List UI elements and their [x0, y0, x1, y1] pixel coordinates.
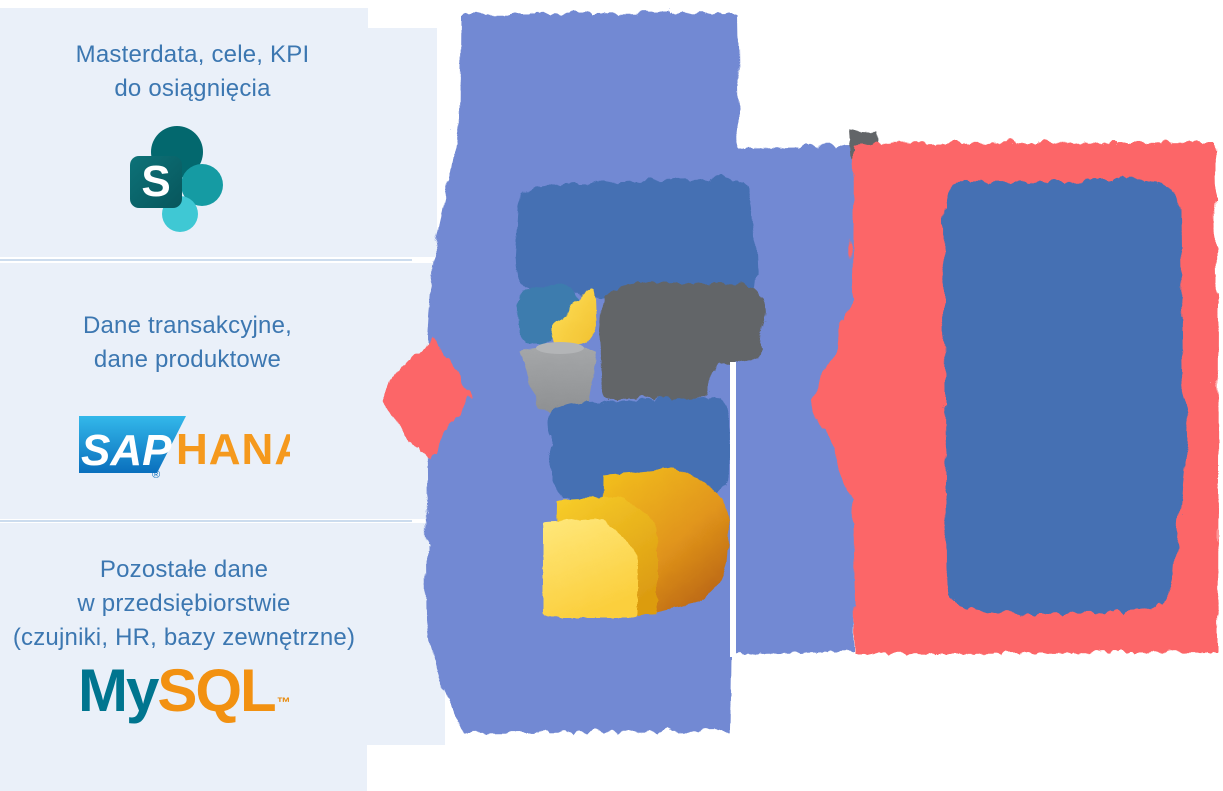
panel-transactional-line-1: Dane transakcyjne,	[82, 312, 293, 339]
hana-letters: HANA	[176, 425, 290, 474]
sap-registered-mark: ®	[152, 469, 160, 481]
sharepoint-circle-mid	[181, 164, 223, 206]
python-yellow-snake	[550, 287, 595, 347]
mysql-my-text: My	[78, 657, 159, 724]
right-result-blob	[807, 139, 1215, 651]
white-seam-divider	[730, 362, 736, 657]
sap-hana-logo: SAP ® HANA	[79, 416, 290, 481]
sap-letters: SAP	[81, 426, 172, 475]
panel-transactional-line-2: dane produktowe	[93, 346, 282, 373]
powerbi-mid-bar	[554, 495, 656, 614]
panel-other-line-3: (czujniki, HR, bazy zewnętrzne)	[12, 624, 356, 651]
panel-masterdata-title: Masterdata, cele, KPI do osiągnięcia	[0, 38, 385, 106]
python-blue-snake	[516, 283, 577, 343]
redacted-block-top	[511, 176, 755, 343]
sharepoint-letter: S	[141, 157, 170, 206]
cylinder-body	[519, 345, 596, 413]
mysql-trademark: ™	[276, 694, 291, 710]
sharepoint-square	[130, 156, 182, 208]
sharepoint-icon: S	[130, 126, 223, 232]
panel-other-line-2: w przedsiębiorstwie	[77, 590, 291, 617]
powerbi-front-bar	[541, 517, 636, 616]
panel-masterdata-line-1: Masterdata, cele, KPI	[75, 41, 310, 68]
powerbi-icon	[541, 467, 729, 616]
redacted-block-result	[941, 178, 1187, 612]
database-cylinder-icon	[519, 342, 596, 413]
panel-masterdata: Masterdata, cele, KPI do osiągnięcia S	[0, 8, 437, 257]
main-pipeline-blob	[424, 10, 856, 731]
python-icon	[516, 283, 595, 347]
panel-other-data: Pozostałe dane w przedsiębiorstwie (czuj…	[0, 523, 445, 791]
panel-masterdata-line-2: do osiągnięcia	[114, 75, 271, 102]
mysql-sql-text: SQL	[157, 657, 276, 724]
panel-divider-2	[0, 520, 412, 522]
panel-divider-1	[0, 259, 412, 261]
redacted-block-middle	[547, 394, 729, 502]
gray-fragment	[847, 129, 877, 163]
sap-trapezoid	[79, 416, 186, 473]
powerbi-back-bar	[601, 467, 729, 614]
redacted-block-gray	[596, 279, 763, 397]
cylinder-top	[536, 342, 584, 354]
panel-transactional-title: Dane transakcyjne, dane produktowe	[0, 309, 375, 377]
panel-other-line-1: Pozostałe dane	[99, 556, 269, 583]
panel-transactional: Dane transakcyjne, dane produktowe SAP ®…	[0, 263, 437, 519]
panel-other-data-title: Pozostałe dane w przedsiębiorstwie (czuj…	[0, 553, 368, 655]
